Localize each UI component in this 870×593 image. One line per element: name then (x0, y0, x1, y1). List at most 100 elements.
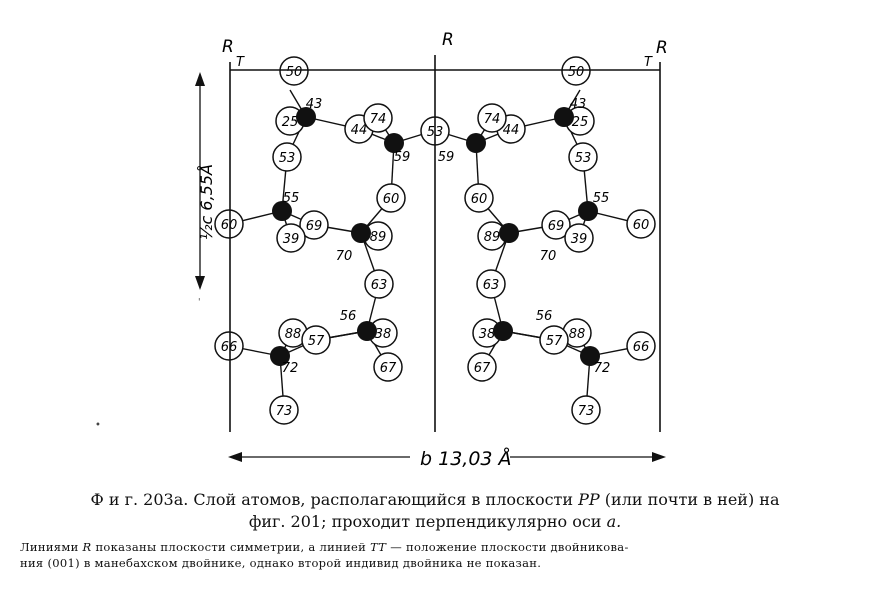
atom-right-5: 60 (626, 209, 656, 239)
figure-caption: Ф и г. 203а. Слой атомов, располагающийс… (20, 489, 850, 533)
figure-note: Линиями R показаны плоскости симметрии, … (20, 539, 850, 571)
symmetry-planes (229, 55, 661, 432)
atom-right-8: 89 (477, 221, 507, 251)
atom-left-4-circle (272, 142, 302, 172)
atom-right-7: 39 (564, 223, 594, 253)
cation-left-1-label: 59 (394, 150, 411, 165)
atom-left-11: 88 (278, 318, 308, 348)
atom-right-4-circle (568, 142, 598, 172)
cation-right-0 (554, 107, 574, 127)
atom-right-8-label: 89 (484, 230, 501, 245)
cation-right-2-label: 55 (593, 191, 610, 206)
atom-left-7-circle (276, 223, 306, 253)
cation-left-4-label: 56 (340, 309, 357, 324)
atom-left-8-label: 89 (370, 230, 387, 245)
atom-right-16-label: 67 (474, 361, 491, 376)
cation-left-5 (270, 346, 290, 366)
caption-line1b: (или почти в ней) на (604, 490, 780, 509)
atom-right-9-circle (464, 183, 494, 213)
atom-right-3: 74 (477, 103, 507, 133)
atom-right-10-circle (476, 269, 506, 299)
atom-right-12-label: 57 (546, 334, 563, 349)
plane-label-r-center: R (442, 30, 454, 50)
atom-left-10-label: 63 (371, 278, 388, 293)
atom-right-5-circle (626, 209, 656, 239)
atom-right-11-label: 88 (569, 327, 586, 342)
cation-left-2-label: 55 (283, 191, 300, 206)
atom-left-10: 63 (364, 269, 394, 299)
atom-left-3-label: 74 (370, 112, 387, 127)
atom-right-13-label: 38 (479, 327, 496, 342)
atom-center: 53 (420, 116, 450, 146)
atom-left-16: 67 (373, 352, 403, 382)
cation-left-2 (272, 201, 292, 221)
atom-right-12: 57 (539, 325, 569, 355)
atom-right-0-circle (561, 56, 591, 86)
cation-left-0 (296, 107, 316, 127)
atom-right-6-label: 69 (548, 219, 565, 234)
cation-left-5-label: 72 (282, 361, 299, 376)
atom-left-12: 57 (301, 325, 331, 355)
atom-left-6-label: 69 (306, 219, 323, 234)
atom-right-15-circle (571, 395, 601, 425)
atom-right-14: 66 (626, 331, 656, 361)
atom-right-15: 73 (571, 395, 601, 425)
atom-right-13: 38 (472, 318, 502, 348)
atom-right-0-label: 50 (568, 65, 585, 80)
atom-left-3: 74 (363, 103, 393, 133)
atom-right-15-label: 73 (578, 404, 595, 419)
caption-line2: фиг. 201; проходит перпендикулярно оси (248, 512, 602, 531)
atom-left-13-label: 38 (375, 327, 392, 342)
dimension-b-label: b 13,03 Å (420, 447, 512, 470)
atom-right-5-label: 60 (633, 218, 650, 233)
cation-right-5 (580, 346, 600, 366)
atom-right-7-label: 39 (571, 232, 588, 247)
atom-left-14-label: 66 (221, 340, 238, 355)
atom-left-9-label: 60 (383, 192, 400, 207)
atom-left-5: 60 (214, 209, 244, 239)
atom-left-9-circle (376, 183, 406, 213)
atom-right-7-circle (564, 223, 594, 253)
dimension-c-arrow (195, 72, 205, 290)
atom-left-14-circle (214, 331, 244, 361)
atom-left-12-circle (301, 325, 331, 355)
atom-right-3-label: 74 (484, 112, 501, 127)
cation-right-2 (578, 201, 598, 221)
atom-left-7-label: 39 (283, 232, 300, 247)
atom-right-12-circle (539, 325, 569, 355)
atom-left-16-label: 67 (380, 361, 397, 376)
atom-left-5-circle (214, 209, 244, 239)
atom-right-9-label: 60 (471, 192, 488, 207)
atom-left-0-circle (279, 56, 309, 86)
cation-right-4-label: 56 (536, 309, 553, 324)
atom-left-6-circle (299, 210, 329, 240)
atom-right-10-label: 63 (483, 278, 500, 293)
caption-axis: a. (606, 512, 622, 531)
atom-left-1-label: 25 (282, 115, 299, 130)
cation-left-3-label: 70 (336, 249, 353, 264)
atom-left-6: 69 (299, 210, 329, 240)
note-line1a: Линиями (20, 540, 79, 554)
atom-left-11-label: 88 (285, 327, 302, 342)
atom-right-1-label: 25 (572, 115, 589, 130)
plane-label-r-left: R (222, 37, 234, 57)
caption-fig-label: Ф и г. 203а. (90, 490, 189, 509)
note-line1b: показаны плоскости симметрии, а линией (95, 540, 367, 554)
atom-left-4-label: 53 (279, 151, 296, 166)
atom-left-0: 50 (279, 56, 309, 86)
atom-left-8: 89 (363, 221, 393, 251)
cation-right-3-label: 70 (540, 249, 557, 264)
atom-left-7: 39 (276, 223, 306, 253)
atom-left-9: 60 (376, 183, 406, 213)
cation-left-1 (384, 133, 404, 153)
atom-right-4-label: 53 (575, 151, 592, 166)
atom-right-16: 67 (467, 352, 497, 382)
atom-right-2-label: 44 (503, 123, 520, 138)
note-line2: ния (001) в манебахском двойнике, однако… (20, 556, 542, 570)
atom-left-15-label: 73 (276, 404, 293, 419)
dimension-b-arrow (228, 452, 666, 462)
atom-left-4: 53 (272, 142, 302, 172)
dimension-c-label: ½c 6,55Å (197, 164, 216, 240)
cation-left-0-label: 43 (306, 97, 323, 112)
atom-right-14-label: 66 (633, 340, 650, 355)
